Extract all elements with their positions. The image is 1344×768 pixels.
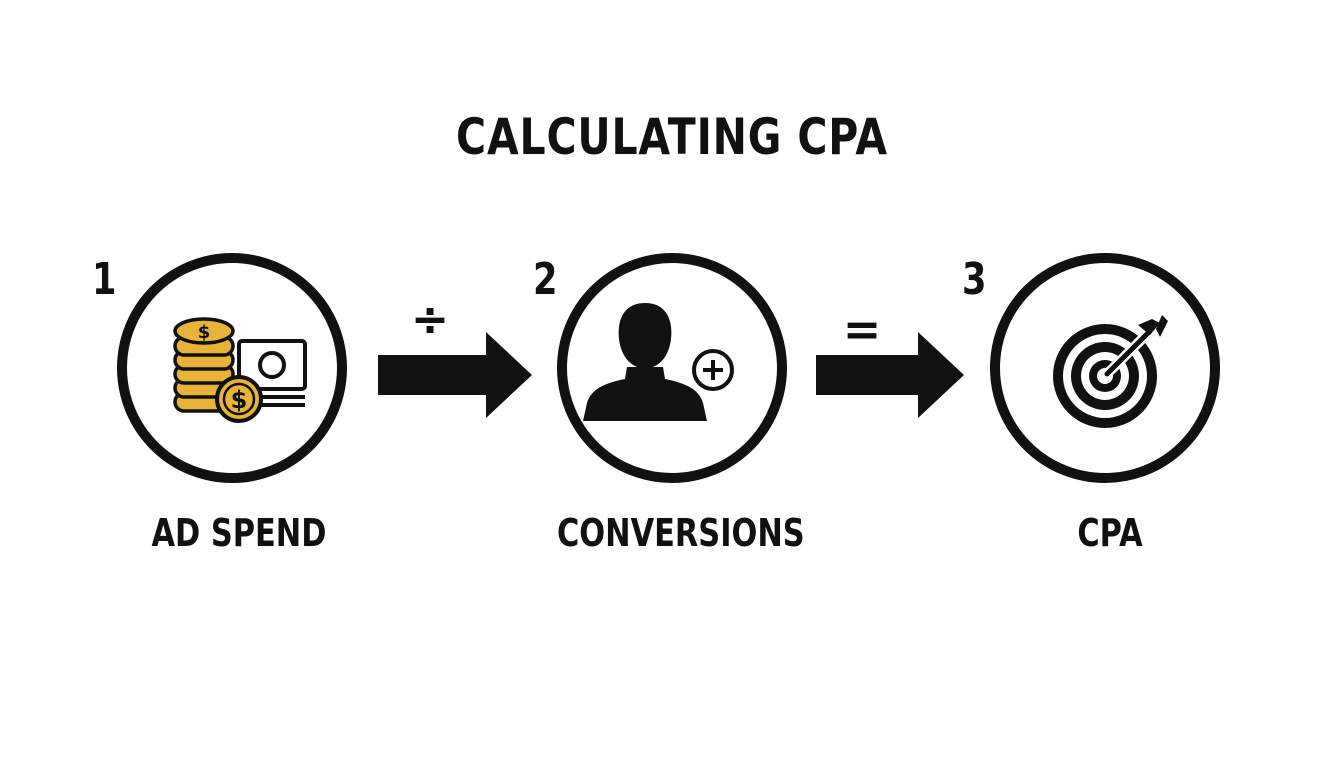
arrow-right-icon (378, 332, 532, 418)
step-2-circle (557, 253, 787, 483)
step-2-number: 2 (533, 254, 558, 305)
divide-operator: ÷ (410, 292, 450, 346)
equals-operator: = (842, 302, 882, 356)
svg-text:$: $ (231, 386, 248, 414)
step-3-number: 3 (962, 254, 987, 305)
step-3-label: CPA (1077, 511, 1143, 555)
money-coins-icon: $ $ (173, 317, 307, 423)
svg-text:$: $ (198, 322, 211, 343)
step-1-label: AD SPEND (151, 511, 327, 555)
diagram-title: CALCULATING CPA (456, 108, 888, 166)
target-arrow-icon (1053, 315, 1168, 428)
arrow-right-icon (816, 332, 964, 418)
step-2-label: CONVERSIONS (557, 511, 805, 555)
step-1-number: 1 (92, 254, 117, 305)
step-3-circle (990, 253, 1220, 483)
step-1-circle: $ $ (117, 253, 347, 483)
user-add-icon (583, 303, 734, 421)
